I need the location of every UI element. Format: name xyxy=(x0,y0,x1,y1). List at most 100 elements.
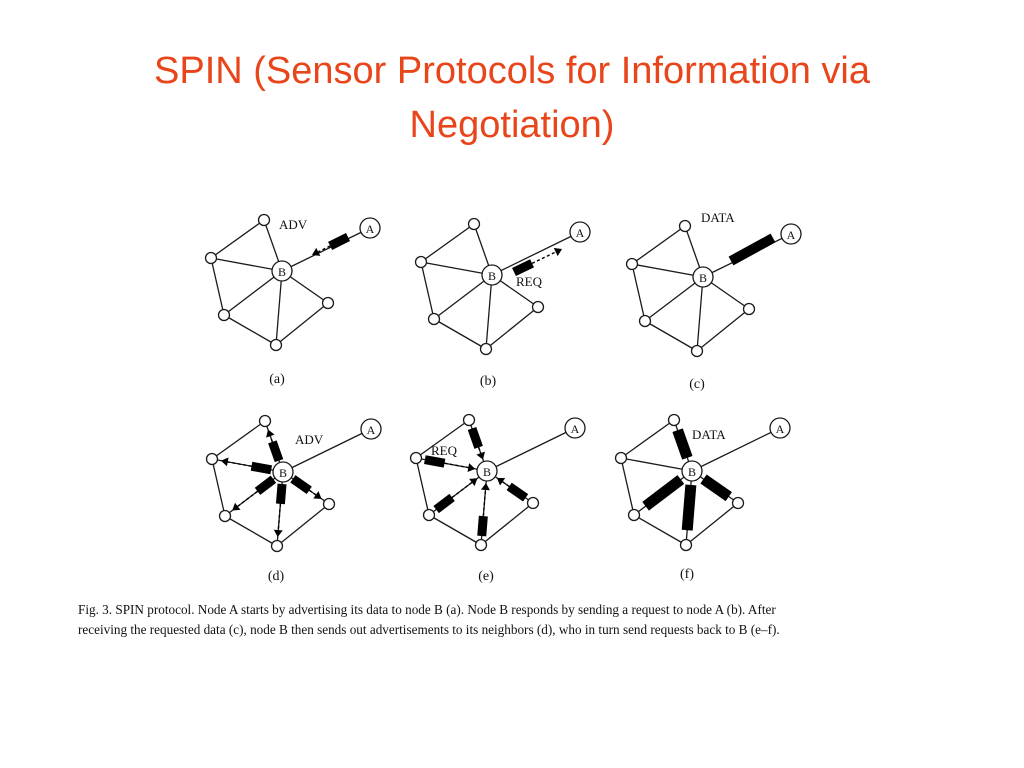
panel-label: (b) xyxy=(480,374,497,389)
adv-message-arrow-shaft xyxy=(317,245,331,253)
edge-n2-n3 xyxy=(415,457,430,516)
sensor-node xyxy=(258,414,272,428)
sensor-node xyxy=(414,255,428,269)
adv-message-arrow xyxy=(312,232,351,256)
req-message-from-n4 xyxy=(477,482,490,537)
panel-label: (c) xyxy=(689,377,705,392)
req-message-arrow-shaft xyxy=(531,251,556,264)
edge-B-A xyxy=(491,231,581,276)
adv-message-to-n5-arrowhead xyxy=(313,491,322,499)
message-label: REQ xyxy=(516,274,543,289)
slide-title: SPIN (Sensor Protocols for Information v… xyxy=(62,44,962,152)
req-message-from-n5-box xyxy=(506,482,529,502)
node-a xyxy=(359,217,381,239)
adv-message-arrow-arrowhead xyxy=(312,247,321,256)
adv-message-to-n4-arrowhead xyxy=(273,529,283,538)
edge-B-n4 xyxy=(275,270,283,346)
sensor-node xyxy=(409,451,423,465)
adv-message-to-n4-shaft xyxy=(277,503,282,531)
edge-n4-n5 xyxy=(275,302,329,346)
node-a xyxy=(569,221,591,243)
req-message-from-n1 xyxy=(467,426,485,460)
message-label: ADV xyxy=(279,217,308,232)
sensor-node xyxy=(526,496,540,510)
req-message-from-n3 xyxy=(433,478,478,514)
sensor-node xyxy=(479,342,493,356)
adv-message-to-n2-arrowhead xyxy=(220,457,229,467)
adv-message-to-n1-box xyxy=(268,440,284,463)
edge-n3-n4 xyxy=(633,514,687,546)
edge-n1-n2 xyxy=(420,223,475,263)
panel-label: (d) xyxy=(268,569,285,584)
sensor-node xyxy=(531,300,545,314)
sensor-node xyxy=(678,219,692,233)
adv-message-to-n3-box xyxy=(254,475,277,495)
req-message-from-n3-shaft xyxy=(451,481,473,499)
adv-message-to-n1-shaft xyxy=(269,435,274,443)
panel-label: (e) xyxy=(478,569,494,584)
edge-n2-n3 xyxy=(631,263,646,322)
edge-B-A xyxy=(281,227,371,272)
sensor-node xyxy=(627,508,641,522)
sensor-node xyxy=(322,497,336,511)
edge-n4-n5 xyxy=(485,306,539,350)
data-message-box xyxy=(728,233,776,266)
node-b xyxy=(681,460,703,482)
sensor-node xyxy=(321,296,335,310)
adv-message-to-n5-shaft xyxy=(308,489,317,496)
node-a xyxy=(780,223,802,245)
data-message-to-n4-box xyxy=(681,484,697,531)
edge-n4-n5 xyxy=(696,308,750,352)
edge-B-n4 xyxy=(485,274,493,350)
title-line-1: SPIN (Sensor Protocols for Information v… xyxy=(154,50,870,92)
req-message-from-n2-shaft xyxy=(444,462,469,469)
spin-protocol-figure: BAADV(a)BAREQ(b)BADATA(c)BAADV(d)BAREQ(e… xyxy=(204,210,802,584)
sensor-node xyxy=(690,344,704,358)
edge-B-n2 xyxy=(631,263,704,278)
data-message-box-box xyxy=(728,233,776,266)
req-message-from-n4-arrowhead xyxy=(480,482,490,491)
edge-B-n2 xyxy=(210,257,283,272)
edge-n1-n2 xyxy=(415,419,470,459)
edge-B-A xyxy=(282,428,372,473)
sensor-node xyxy=(614,451,628,465)
req-message-from-n3-arrowhead xyxy=(469,478,478,487)
data-message-to-n1-box xyxy=(672,428,693,460)
node-b-label: B xyxy=(483,465,491,479)
data-message-to-n5 xyxy=(700,474,732,502)
edge-n2-n3 xyxy=(620,457,635,516)
data-message-to-n5-box xyxy=(700,474,732,502)
message-label: REQ xyxy=(431,443,458,458)
edge-B-A xyxy=(691,427,781,472)
req-message-from-n1-shaft xyxy=(477,447,482,454)
message-label: DATA xyxy=(701,210,735,225)
req-message-from-n2-box xyxy=(424,455,446,468)
edge-n1-n2 xyxy=(631,225,686,265)
edge-n3-n4 xyxy=(644,320,698,352)
node-b-label: B xyxy=(278,265,286,279)
node-b-label: B xyxy=(488,269,496,283)
req-message-from-n5 xyxy=(496,477,529,502)
data-message-to-n1 xyxy=(672,428,693,460)
edge-n3-n4 xyxy=(224,515,278,547)
node-a-label: A xyxy=(571,422,580,436)
data-message-to-n3-box xyxy=(642,475,685,511)
req-message-from-n1-box xyxy=(467,426,483,449)
sensor-node xyxy=(679,538,693,552)
panel-label: (a) xyxy=(269,372,285,387)
node-a-label: A xyxy=(367,423,376,437)
sensor-node xyxy=(270,539,284,553)
edge-n4-n5 xyxy=(685,502,739,546)
edge-n2-n3 xyxy=(211,458,226,517)
message-label: DATA xyxy=(692,427,726,442)
node-a xyxy=(360,418,382,440)
edge-n4-n5 xyxy=(276,503,330,547)
sensor-node xyxy=(467,217,481,231)
sensor-node xyxy=(638,314,652,328)
adv-message-to-n3 xyxy=(232,475,277,511)
edge-B-n2 xyxy=(620,457,693,472)
sensor-node xyxy=(667,413,681,427)
